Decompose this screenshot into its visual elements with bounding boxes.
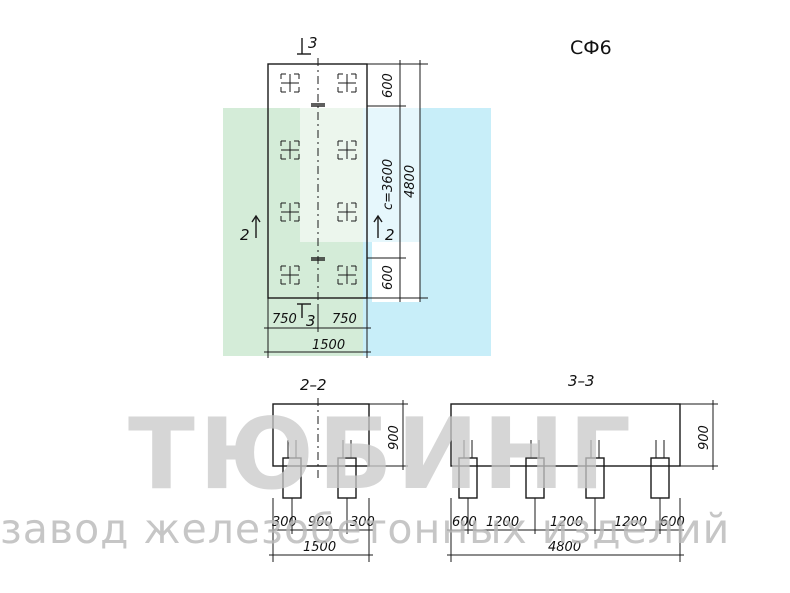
- dim-c-3600: c=3600: [381, 159, 396, 210]
- dim-3-3-height: 900: [697, 425, 712, 450]
- dim-2-2-height: 900: [387, 425, 402, 450]
- section-mark-bottom: 3: [306, 312, 316, 330]
- drawing-code: СФ6: [570, 37, 612, 59]
- section-mark-right: 2: [385, 226, 395, 244]
- dim-1500-plan: 1500: [312, 338, 345, 353]
- dim-top-600: 600: [381, 73, 396, 98]
- dim-bottom-600: 600: [381, 265, 396, 290]
- dim-2-2-total: 1500: [303, 540, 336, 555]
- section-3-3-outline: [450, 403, 681, 467]
- dim-2-2-middle: 900: [308, 515, 333, 530]
- section-2-2: 2–2 900 300 900 300 1500: [269, 376, 408, 562]
- watermark-brand: ТЮБИНГ: [128, 398, 635, 512]
- watermark-tagline: завод железобетонных изделий: [0, 505, 730, 553]
- plan-view: 3 2 2 600 c=3600 600 4800 3 750 750 1500: [240, 34, 428, 358]
- dim-3-3-span-1: 1200: [486, 515, 519, 530]
- dim-3-3-total: 4800: [548, 540, 581, 555]
- section-3-3: 3–3 900 600 1200 1200 1200 600 4800: [447, 372, 718, 562]
- dim-2-2-left: 300: [272, 515, 297, 530]
- section-mark-top: 3: [308, 34, 318, 52]
- section-2-2-outline: [272, 403, 370, 467]
- dim-750-left: 750: [272, 312, 297, 327]
- section-mark-left: 2: [240, 226, 250, 244]
- dim-3-3-span-3: 1200: [614, 515, 647, 530]
- section-2-2-label: 2–2: [300, 376, 327, 394]
- dim-750-right: 750: [332, 312, 357, 327]
- section-3-3-label: 3–3: [568, 372, 595, 390]
- dim-total-4800: 4800: [403, 165, 418, 198]
- watermark-logo: [223, 108, 491, 356]
- dim-3-3-end-right: 600: [660, 515, 685, 530]
- anchor-bolt-group: [280, 73, 357, 285]
- dim-2-2-right: 300: [350, 515, 375, 530]
- dim-3-3-span-2: 1200: [550, 515, 583, 530]
- dim-3-3-end-left: 600: [452, 515, 477, 530]
